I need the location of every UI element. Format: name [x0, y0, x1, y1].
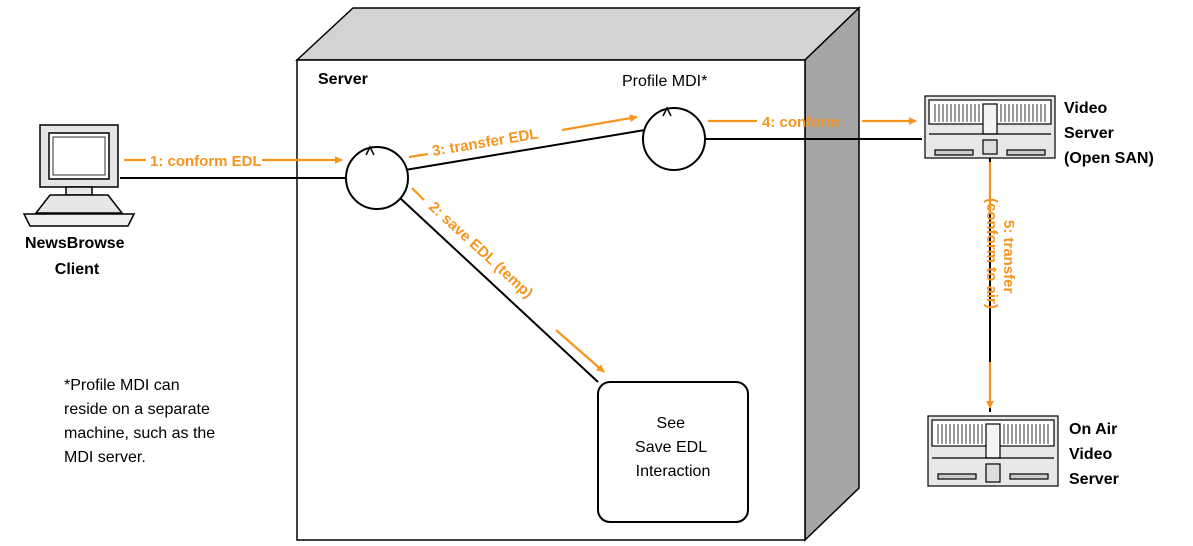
computer-icon	[22, 124, 136, 227]
video-server-label: Video Server (Open SAN)	[1064, 100, 1154, 167]
save-edl-box	[597, 381, 749, 523]
step3-arrow	[561, 114, 638, 132]
server-to-mdi-line	[404, 129, 646, 171]
onair-server-label: On Air Video Server	[1069, 421, 1122, 488]
rack-server-icon	[927, 415, 1059, 487]
step5-label: 5: transfer (conform to air)	[983, 198, 1017, 309]
profile-mdi-process	[642, 106, 706, 171]
server-label: Server	[318, 71, 368, 88]
footnote: *Profile MDI can reside on a separate ma…	[64, 377, 220, 466]
client-label: NewsBrowse Client	[25, 235, 129, 278]
rack-server-icon	[924, 95, 1056, 159]
step1-label: 1: conform EDL	[150, 153, 262, 170]
server-box-top	[295, 7, 861, 61]
process-circle-icon	[345, 146, 409, 210]
profile-mdi-label: Profile MDI*	[622, 73, 707, 90]
cycle-arrow-icon	[662, 106, 672, 117]
save-edl-label: See Save EDL Interaction	[635, 415, 711, 480]
server-process	[345, 145, 409, 210]
server-box	[295, 6, 861, 542]
process-circle-icon	[642, 107, 706, 171]
server-box-side	[804, 6, 860, 542]
step-arrows	[124, 114, 994, 409]
step4-label: 4: conform	[762, 114, 840, 131]
cycle-arrow-icon	[365, 145, 375, 156]
step2-arrow	[555, 329, 605, 373]
step3-arrow-lead	[408, 152, 429, 159]
server-to-save-line	[399, 197, 599, 383]
step2-arrow-lead	[411, 187, 425, 201]
